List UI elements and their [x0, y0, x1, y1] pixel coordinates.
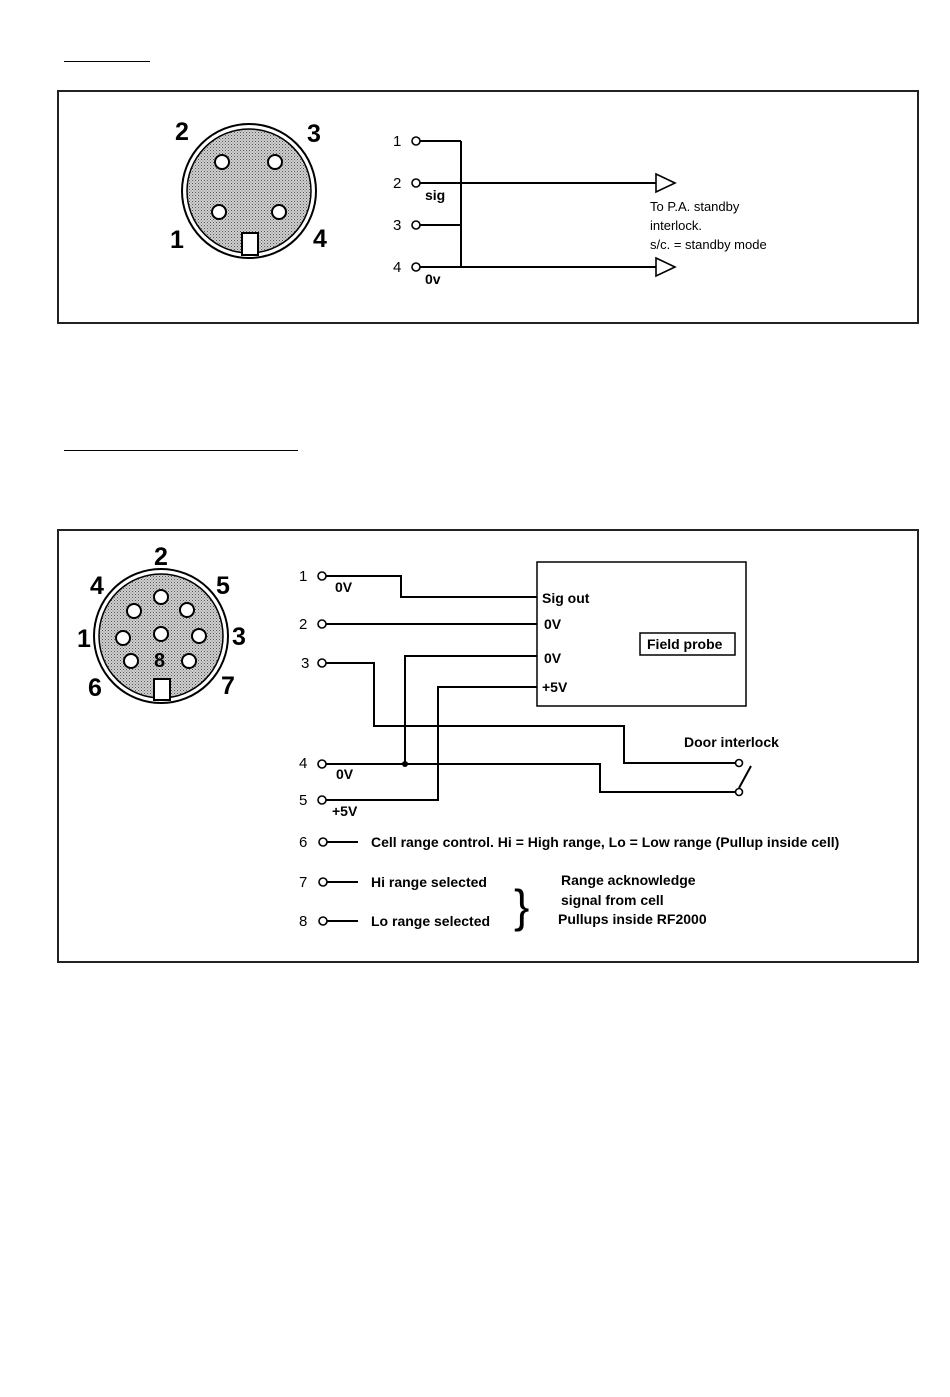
ack-note: Pullups inside RF2000: [558, 911, 707, 927]
pin-terminal: [317, 759, 327, 769]
socket-hole: [267, 154, 283, 170]
output-arrow: [655, 172, 677, 194]
pin-label: 0V: [335, 579, 353, 595]
wiring-a: [420, 140, 656, 268]
pin-terminals-b: [317, 571, 744, 926]
pin-number: 5: [299, 792, 307, 809]
face-pin-number: 3: [307, 120, 321, 148]
probe-terminal-label: 0V: [544, 616, 562, 632]
pin-terminal: [318, 837, 328, 847]
socket-hole: [211, 204, 227, 220]
pin-terminals-a: [411, 136, 421, 272]
socket-hole: [126, 603, 142, 619]
wire-junction: [402, 761, 408, 767]
probe-terminal-label: 0V: [544, 650, 562, 666]
pin-number: 3: [301, 655, 309, 672]
pin-number: 6: [299, 834, 307, 851]
connector-a-face: [181, 123, 317, 259]
pin-label: +5V: [332, 803, 358, 819]
switch-contact: [734, 787, 744, 797]
pin-number: 3: [393, 217, 401, 234]
pin-terminal: [411, 220, 421, 230]
face-pin-number: 5: [216, 572, 230, 600]
socket-hole: [115, 630, 131, 646]
ack-note: Range acknowledge: [561, 872, 696, 888]
face-pin-number: 1: [170, 226, 184, 254]
socket-hole: [179, 602, 195, 618]
pin-number: 8: [299, 913, 307, 930]
pin-terminal: [317, 658, 327, 668]
pin-label: Hi range selected: [371, 874, 487, 890]
pin-number: 4: [299, 755, 307, 772]
output-arrow: [655, 256, 677, 278]
field-probe-title-box: [639, 632, 736, 656]
wiring-b: [326, 575, 752, 922]
pin-label: Cell range control. Hi = High range, Lo …: [371, 834, 839, 850]
face-pin-number: 6: [88, 674, 102, 702]
pin-terminal: [411, 136, 421, 146]
pin-terminal: [318, 877, 328, 887]
interlock-note: interlock.: [650, 218, 702, 233]
face-pin-number: 2: [154, 543, 168, 571]
pin-terminal: [318, 916, 328, 926]
socket-hole: [271, 204, 287, 220]
socket-hole: [153, 589, 169, 605]
pin-label: Lo range selected: [371, 913, 490, 929]
probe-terminal-label: +5V: [542, 679, 568, 695]
heading-underline-a: [64, 61, 150, 62]
socket-hole: [153, 626, 169, 642]
face-pin-number: 7: [221, 672, 235, 700]
face-pin-number: 4: [90, 572, 104, 600]
socket-hole: [181, 653, 197, 669]
pin-number: 4: [393, 259, 401, 276]
socket-hole: [123, 653, 139, 669]
pin-label: 0v: [425, 271, 441, 287]
pin-terminal: [411, 178, 421, 188]
pin-number: 1: [299, 568, 307, 585]
field-probe-title: Field probe: [647, 636, 723, 652]
socket-hole: [191, 628, 207, 644]
ack-note: signal from cell: [561, 892, 664, 908]
pin-number: 2: [393, 175, 401, 192]
brace: }: [514, 880, 529, 932]
face-pin-number: 2: [175, 118, 189, 146]
pin-terminal: [411, 262, 421, 272]
pin-label: 0V: [336, 766, 354, 782]
pin-terminal: [317, 619, 327, 629]
face-pin-number: 3: [232, 623, 246, 651]
face-pin-number: 1: [77, 625, 91, 653]
heading-underline-b: [64, 450, 298, 451]
pin-label: sig: [425, 187, 445, 203]
pin-number: 7: [299, 874, 307, 891]
socket-hole: [214, 154, 230, 170]
pin-terminal: [317, 571, 327, 581]
pin-terminal: [317, 795, 327, 805]
pin-number: 2: [299, 616, 307, 633]
interlock-note: To P.A. standby: [650, 199, 740, 214]
connector-b-face: [93, 568, 229, 704]
face-pin-number: 4: [313, 225, 327, 253]
face-pin-number: 8: [154, 650, 165, 672]
interlock-note: s/c. = standby mode: [650, 237, 767, 252]
switch-contact: [734, 758, 744, 768]
pin-number: 1: [393, 133, 401, 150]
door-interlock-label: Door interlock: [684, 734, 779, 750]
probe-terminal-label: Sig out: [542, 590, 590, 606]
